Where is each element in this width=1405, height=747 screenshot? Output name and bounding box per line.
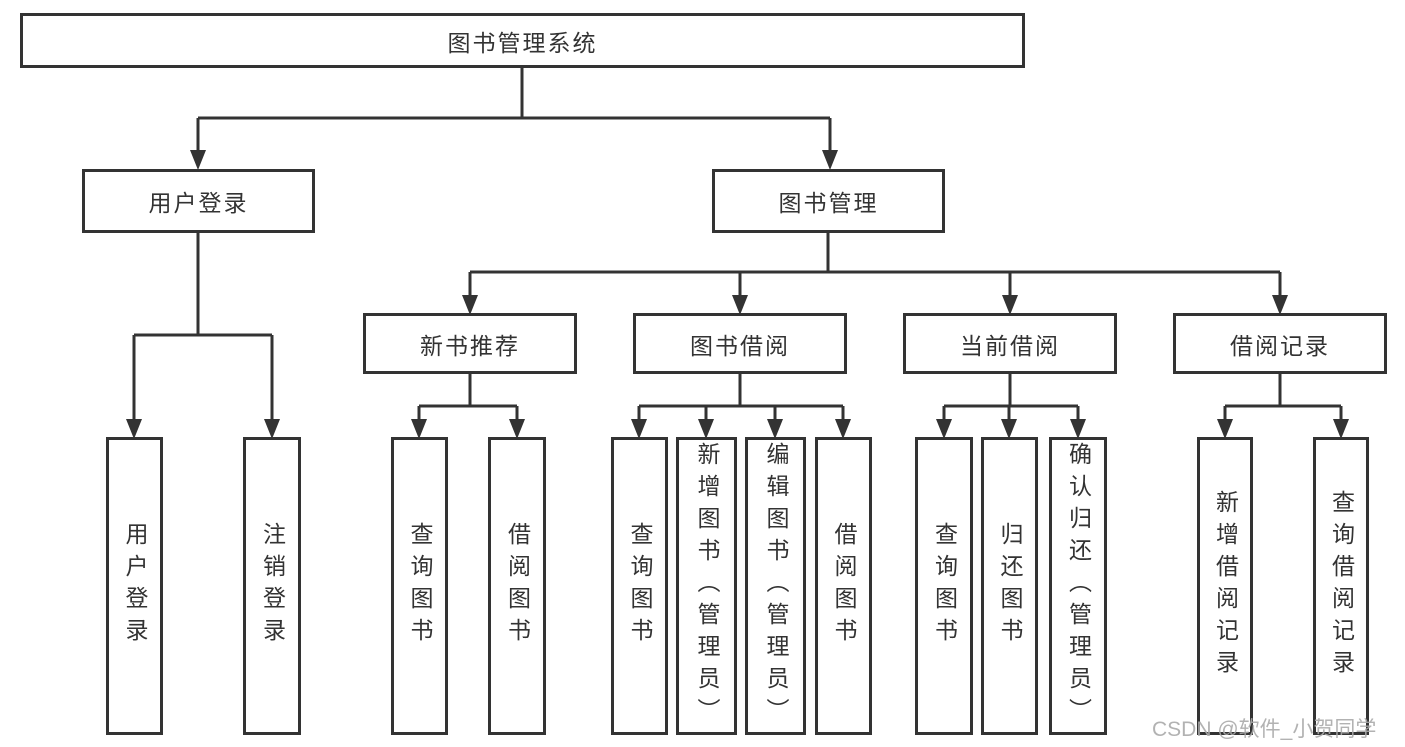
leaf-label: 新增图书（管理员） [694,442,720,730]
leaf-confirm-return-admin: 确认归还（管理员） [1049,437,1107,735]
leaf-return-books: 归还图书 [981,437,1038,735]
leaf-add-borrow-record: 新增借阅记录 [1197,437,1253,735]
leaf-label: 查询图书 [407,522,433,650]
node-label: 图书管理 [778,190,879,216]
node-current-borrowing: 当前借阅 [903,313,1117,374]
leaf-label: 归还图书 [997,522,1023,650]
leaf-logout: 注销登录 [243,437,301,735]
node-borrowing-records: 借阅记录 [1173,313,1387,374]
node-book-management: 图书管理 [712,169,945,233]
leaf-borrow-books: 借阅图书 [815,437,872,735]
leaf-label: 编辑图书（管理员） [763,442,789,730]
leaf-label: 用户登录 [122,522,148,650]
leaf-label: 注销登录 [259,522,286,650]
node-label: 图书借阅 [690,332,790,359]
leaf-query-books-borrowing: 查询图书 [611,437,668,735]
leaf-label: 新增借阅记录 [1212,490,1239,682]
leaf-add-book-admin: 新增图书（管理员） [676,437,737,735]
node-label: 图书管理系统 [447,29,598,56]
leaf-label: 查询图书 [627,522,653,650]
node-library-system: 图书管理系统 [20,13,1025,68]
leaf-label: 查询图书 [931,522,958,650]
node-new-book-recommendation: 新书推荐 [363,313,577,374]
leaf-label: 借阅图书 [504,522,531,650]
leaf-label: 借阅图书 [831,522,857,650]
leaf-label: 确认归还（管理员） [1065,442,1092,730]
node-user-login: 用户登录 [82,169,315,233]
watermark: CSDN @软件_小贺同学 [1152,718,1377,741]
leaf-edit-book-admin: 编辑图书（管理员） [745,437,806,735]
leaf-user-login: 用户登录 [106,437,163,735]
leaf-borrow-books-recommend: 借阅图书 [488,437,546,735]
node-book-borrowing: 图书借阅 [633,313,847,374]
leaf-label: 查询借阅记录 [1328,490,1355,682]
leaf-query-books-current: 查询图书 [915,437,973,735]
node-label: 当前借阅 [960,332,1060,359]
node-label: 借阅记录 [1230,332,1330,359]
leaf-query-books-recommend: 查询图书 [391,437,448,735]
leaf-query-borrow-record: 查询借阅记录 [1313,437,1369,735]
node-label: 用户登录 [148,190,249,216]
node-label: 新书推荐 [420,332,520,359]
